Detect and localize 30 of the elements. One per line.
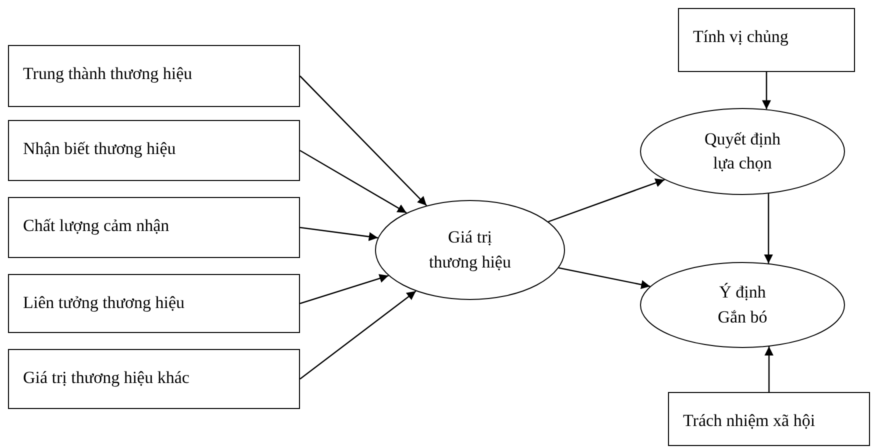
node-label: Quyết định lựa chọn	[703, 128, 782, 174]
node-label: Trách nhiệm xã hội	[683, 411, 816, 431]
node-label: Giá trị thương hiệu khác	[23, 368, 190, 388]
arrow	[300, 150, 407, 214]
arrow	[762, 72, 771, 110]
node-label: Trung thành thương hiệu	[23, 64, 192, 84]
rectangle-node	[8, 197, 300, 258]
arrow	[300, 274, 389, 304]
arrow	[300, 290, 416, 380]
node-label: Chất lượng cảm nhận	[23, 216, 170, 236]
ellipse-node	[375, 200, 565, 300]
arrow	[764, 194, 773, 264]
rectangle-node	[8, 120, 300, 181]
rectangle-node	[678, 8, 855, 72]
ellipse-node	[640, 262, 845, 348]
node-label: Ý định Gắn bó	[716, 281, 768, 328]
node-label: Giá trị thương hiệu	[428, 226, 512, 274]
node-label: Tính vị chủng	[693, 27, 788, 47]
rectangle-node	[8, 349, 300, 409]
rectangle-node	[8, 274, 300, 333]
arrow	[300, 226, 378, 242]
arrow	[558, 267, 650, 289]
arrow	[764, 346, 774, 392]
rectangle-node	[668, 392, 870, 446]
ellipse-node	[640, 108, 845, 195]
rectangle-node	[8, 45, 300, 107]
node-label: Nhận biết thương hiệu	[23, 139, 176, 159]
arrow	[548, 178, 665, 222]
node-label: Liên tưởng thương hiệu	[23, 293, 185, 313]
arrow	[300, 76, 428, 206]
